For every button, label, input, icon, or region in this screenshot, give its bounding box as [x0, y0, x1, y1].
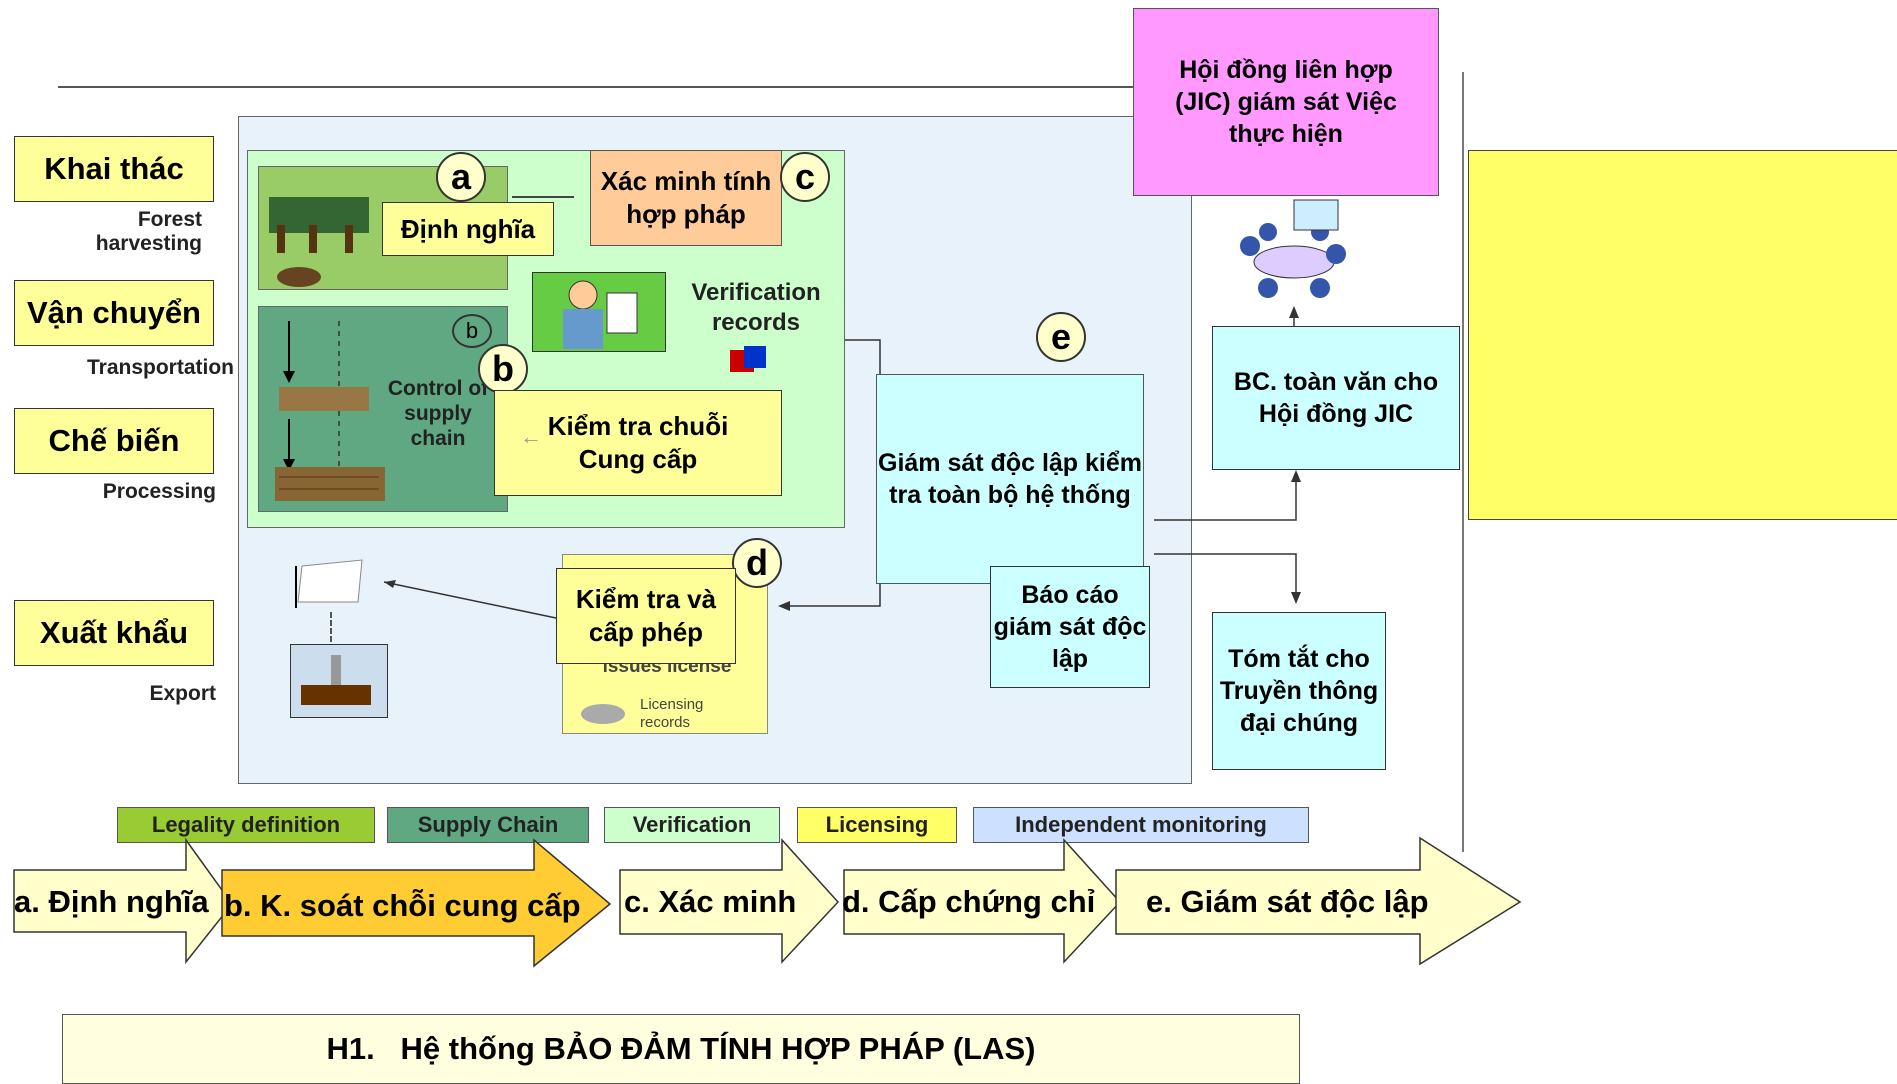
legend-legality-definition: Legality definition [117, 807, 375, 843]
badge-a: a [436, 152, 486, 202]
legend-verification: Verification [604, 807, 780, 843]
records-icon [728, 344, 770, 376]
jic-council-box: Hội đồng liên hợp (JIC) giám sát Việc th… [1133, 8, 1439, 196]
independent-check-box: Giám sát độc lập kiểm tra toàn bộ hệ thố… [876, 374, 1144, 584]
definition-connector [512, 196, 574, 198]
inspect-license-box: Kiểm tra và cấp phép [556, 568, 736, 664]
meeting-illustration [1228, 196, 1354, 302]
forest-illustration [269, 197, 369, 287]
legend-independent-monitoring: Independent monitoring [973, 807, 1309, 843]
export-dotted-line [330, 612, 332, 642]
supply-chain-check-box: Kiểm tra chuỗi Cung cấp [494, 390, 782, 496]
right-vertical-rule [1462, 72, 1464, 852]
badge-b: b [478, 344, 528, 394]
legend-supply-chain: Supply Chain [387, 807, 589, 843]
badge-d: d [732, 538, 782, 588]
stage-export-en: Export [149, 682, 216, 705]
stage-transport-en: Transportation [86, 356, 234, 379]
legend-licensing: Licensing [797, 807, 957, 843]
stage-processing-label: Chế biến [14, 408, 214, 474]
left-arrow-ghost: ← [520, 424, 542, 449]
arrow-e-label: e. Giám sát độc lập [1146, 884, 1429, 919]
badge-c: c [780, 152, 830, 202]
stage-transport-label: Vận chuyển [14, 280, 214, 346]
arrow-a-label: a. Định nghĩa [14, 884, 209, 919]
badge-e: e [1036, 312, 1086, 362]
figure-caption: H1. Hệ thống BẢO ĐẢM TÍNH HỢP PHÁP (LAS) [62, 1014, 1300, 1084]
arrow-c-label: c. Xác minh [624, 884, 797, 919]
empty-yellow-box [1468, 150, 1897, 520]
jic-fullreport-box: BC. toàn văn cho Hội đồng JIC [1212, 326, 1460, 470]
stage-processing-en: Processing [102, 480, 216, 503]
top-rule [58, 86, 1158, 88]
supply-chain-panel [258, 306, 508, 512]
verification-records-label: Verification records [691, 279, 821, 336]
control-supply-chain-label: Control of supply chain [387, 377, 489, 450]
stage-harvesting-en: Forest harvesting [95, 208, 202, 255]
export-document-icon [292, 556, 368, 616]
verify-legality-box: Xác minh tính hợp pháp [590, 150, 782, 246]
badge-b-small: b [452, 314, 492, 348]
independent-report-box: Báo cáo giám sát độc lập [990, 566, 1150, 688]
licensing-records-label: Licensing records [640, 696, 704, 731]
media-summary-box: Tóm tắt cho Truyền thông đại chúng [1212, 612, 1386, 770]
licensing-records-icon [578, 698, 628, 726]
stage-harvesting-label: Khai thác [14, 136, 214, 202]
inspector-picture [532, 272, 666, 352]
arrow-b-label: b. K. soát chỗi cung cấp [224, 888, 581, 923]
arrow-d-label: d. Cấp chứng chỉ [842, 884, 1096, 919]
supply-chain-illustration [275, 321, 385, 501]
export-ship-picture [290, 644, 388, 718]
stage-export-label: Xuất khẩu [14, 600, 214, 666]
definition-box: Định nghĩa [382, 202, 554, 256]
inspector-illustration [563, 280, 638, 349]
